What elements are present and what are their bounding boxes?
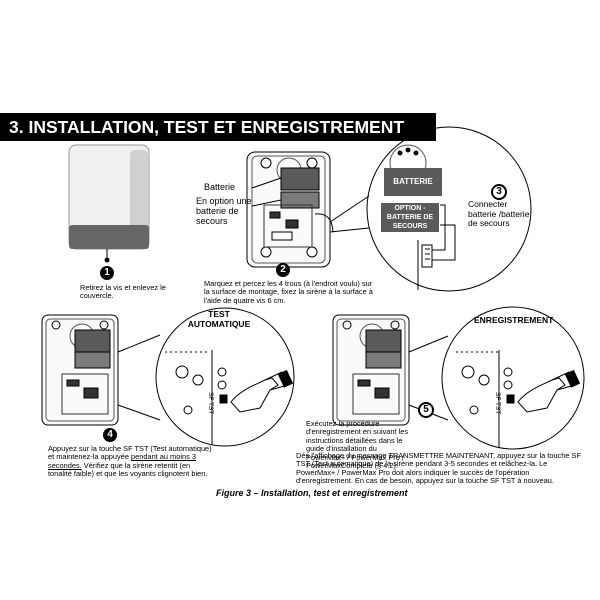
step-5-badge: 5 [418,402,434,418]
battery-connect-zoom [329,126,532,292]
backup-battery-box-label: OPTION - BATTERIE DE SECOURS [381,203,439,232]
step-5-intro-text: Exécutez la procédure d'enregistrement e… [306,419,409,471]
step-3-badge: 3 [491,184,507,200]
self-test-illustration [41,307,295,447]
optional-battery-label: En option une batterie de secours [196,196,252,226]
siren-cover-illustration [68,144,150,263]
step-1-text: Retirez la vis et enlevez le couvercle. [80,283,166,301]
section-title: 3. INSTALLATION, TEST ET ENREGISTREMENT [0,113,436,141]
step-4-text-underlined: pendant au moins 3 secondes. [48,452,196,470]
step-3-text: Connecter batterie /batterie de secours [468,199,530,228]
self-test-label: TEST AUTOMATIQUE [187,309,251,329]
enrollment-illustration [332,306,585,450]
figure-caption: Figure 3 – Installation, test et enregis… [216,488,408,498]
step-1-badge: 1 [100,266,114,280]
sf-tst-label-2: SF TST [494,392,501,415]
step-4-badge: 4 [103,428,117,442]
sf-tst-label-1: SF TST [207,392,214,415]
step-5-main-text: Dès l'affichage du message TRANSMETTRE M… [296,451,581,486]
step-4-text-part-1: Appuyez sur la touche SF TST (Test autom… [48,444,212,462]
enrollment-label: ENREGISTREMENT [474,315,554,325]
battery-box-label: BATTERIE [384,168,442,196]
step-2-text: Marquez et percez les 4 trous (à l'endro… [204,279,373,305]
battery-label: Batterie [204,182,236,192]
open-siren-illustration [246,151,334,268]
step-4-text: Appuyez sur la touche SF TST (Test autom… [48,444,216,479]
step-4-text-part-2: Vérifiez que la sirène retentit (en tona… [48,460,208,479]
step-2-badge: 2 [276,263,290,277]
